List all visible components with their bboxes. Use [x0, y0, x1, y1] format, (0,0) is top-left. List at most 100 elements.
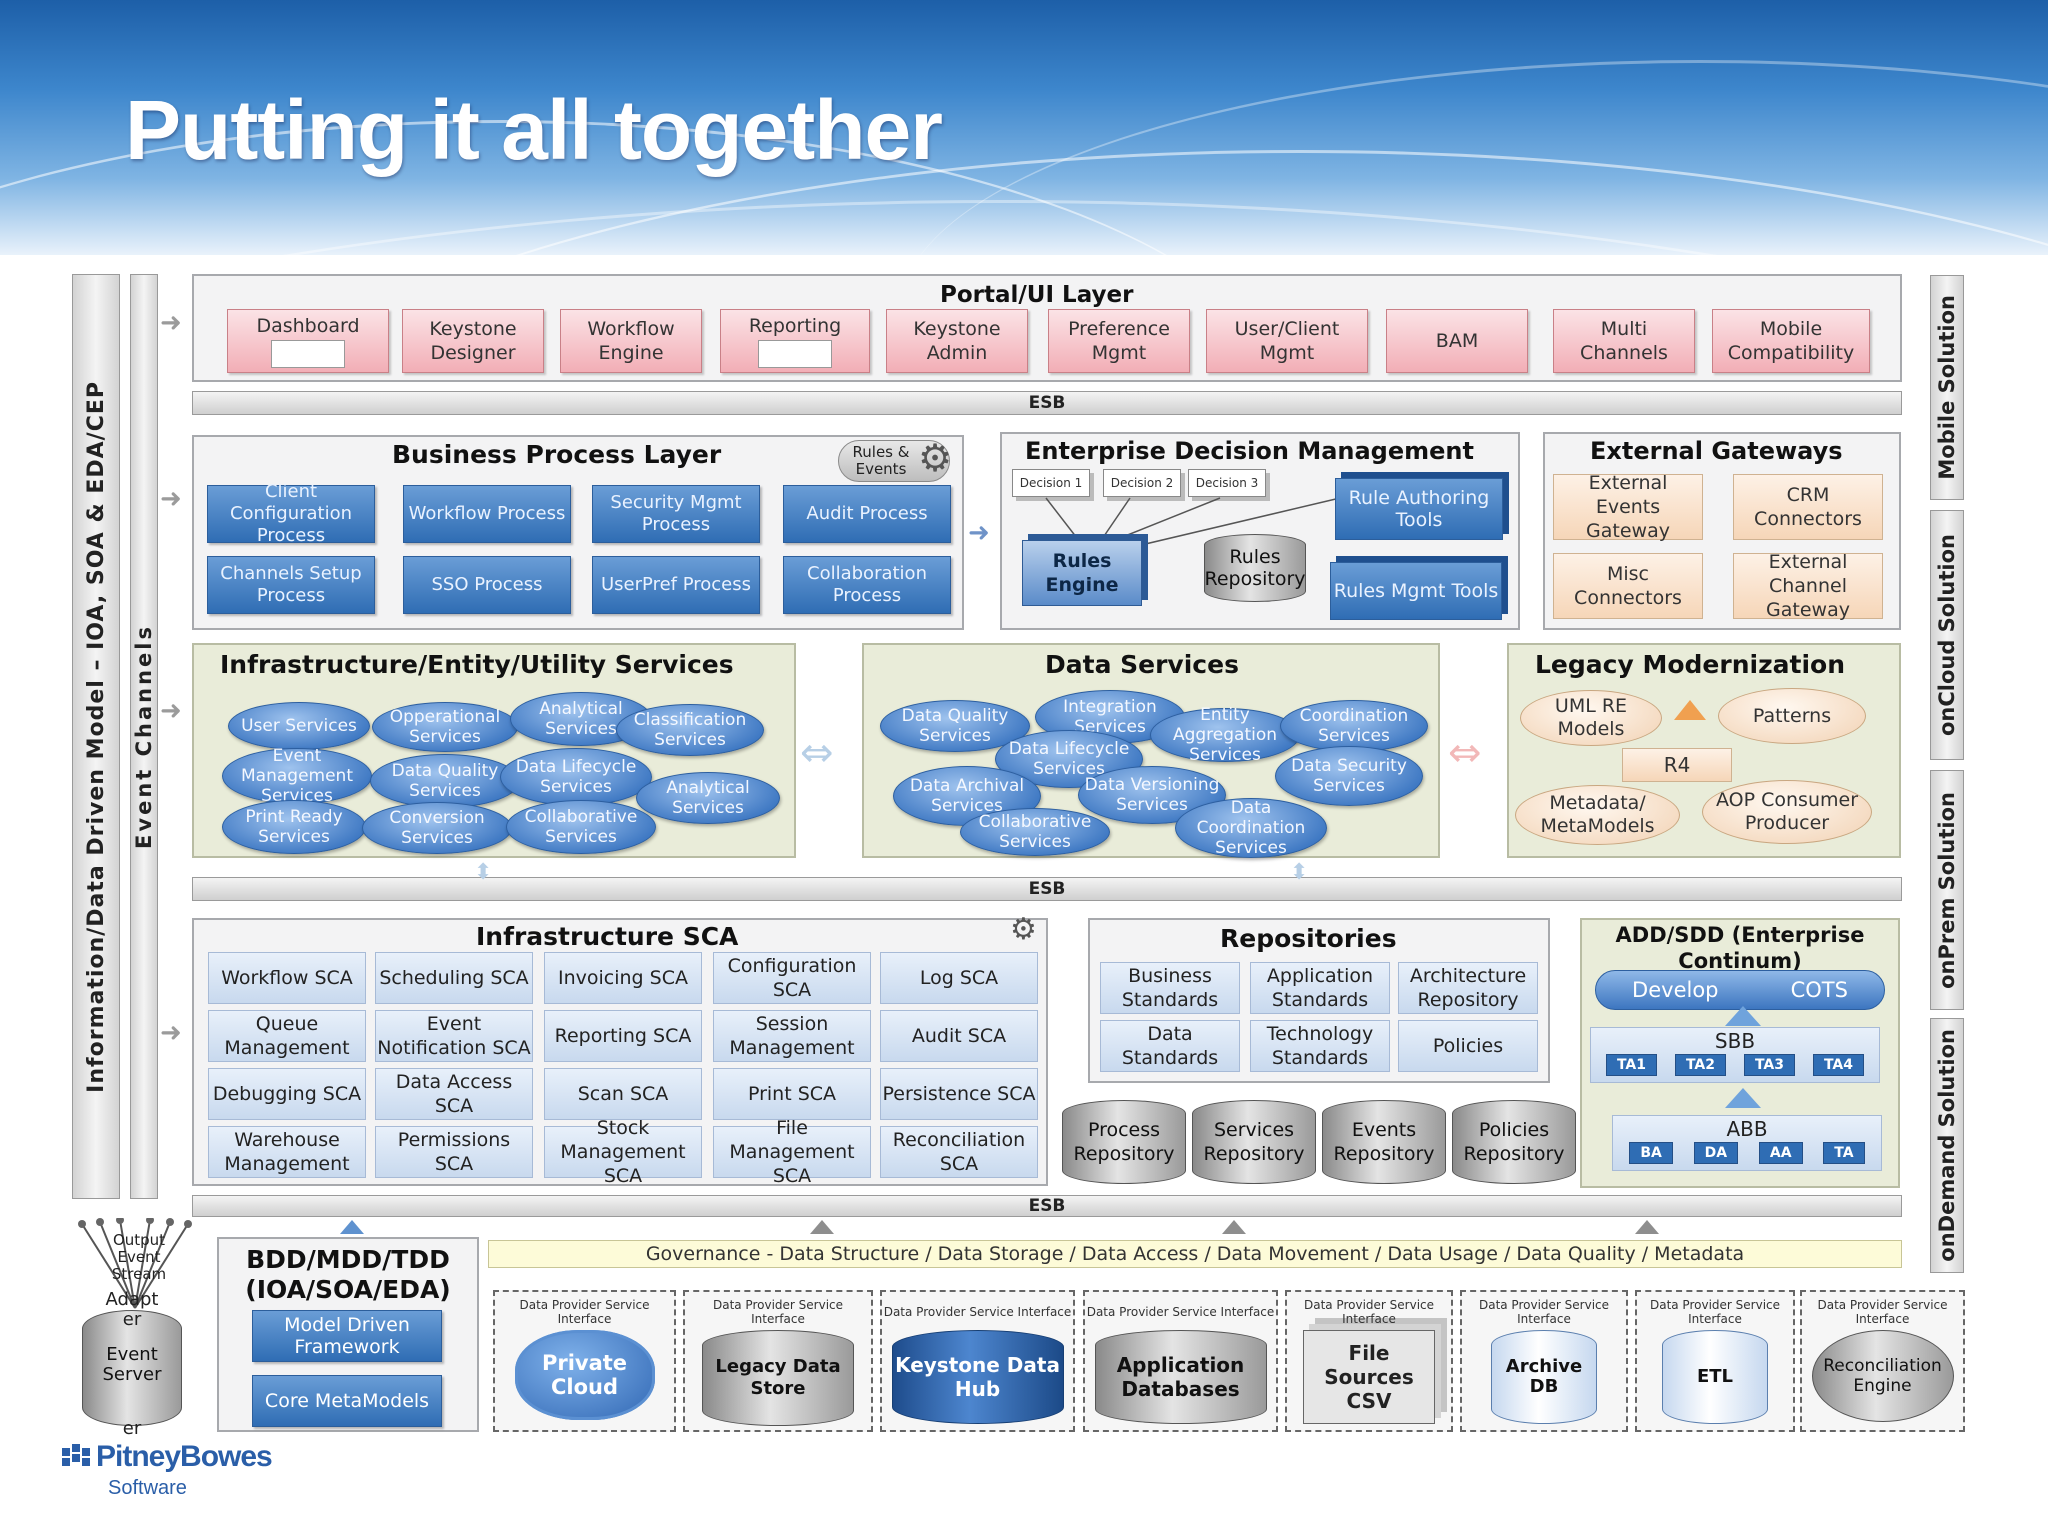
infra-service-9[interactable]: Conversion Services [362, 802, 512, 854]
sca-item-7[interactable]: Reporting SCA [544, 1010, 702, 1062]
repo-item-1-label: Application Standards [1266, 965, 1374, 1011]
repo-cylinder-1[interactable]: Services Repository [1192, 1100, 1316, 1184]
sca-item-3[interactable]: Configuration SCA [713, 952, 871, 1004]
portal-item-6[interactable]: User/Client Mgmt [1206, 309, 1368, 373]
data-provider-header: Data Provider Service Interface [1086, 1305, 1275, 1319]
portal-item-3[interactable]: Reporting [720, 309, 870, 373]
bpl-item-6-label: UserPref Process [601, 574, 751, 595]
data-service-8[interactable]: Collaborative Services [960, 808, 1110, 856]
infra-service-7[interactable]: Analytical Services [636, 772, 780, 824]
data-service-2[interactable]: Entity Aggregation Services [1150, 705, 1300, 765]
infra-service-4[interactable]: Event Management Services [222, 746, 372, 806]
repo-item-3[interactable]: Data Standards [1100, 1020, 1240, 1072]
bpl-item-6[interactable]: UserPref Process [592, 556, 760, 614]
ext-gateway-1[interactable]: CRM Connectors [1733, 474, 1883, 540]
infra-service-10[interactable]: Collaborative Services [506, 800, 656, 854]
bpl-item-1[interactable]: Workflow Process [403, 485, 571, 543]
portal-item-2[interactable]: Workflow Engine [560, 309, 702, 373]
sca-item-16[interactable]: Permissions SCA [375, 1126, 533, 1178]
repo-item-4[interactable]: Technology Standards [1250, 1020, 1390, 1072]
rules-repository: Rules Repository [1204, 534, 1306, 602]
bpl-item-7[interactable]: Collaboration Process [783, 556, 951, 614]
legacy-item-1[interactable]: Patterns [1718, 688, 1866, 744]
sca-item-8[interactable]: Session Management [713, 1010, 871, 1062]
core-metamodels-box: Core MetaModels [252, 1375, 442, 1427]
bpl-item-5[interactable]: SSO Process [403, 556, 571, 614]
repo-cylinder-2[interactable]: Events Repository [1322, 1100, 1446, 1184]
legacy-item-2[interactable]: R4 [1622, 748, 1732, 782]
legacy-item-3[interactable]: Metadata/ MetaModels [1515, 785, 1680, 845]
infra-service-0[interactable]: User Services [228, 702, 370, 750]
sca-item-2[interactable]: Invoicing SCA [544, 952, 702, 1004]
sca-item-15[interactable]: Warehouse Management [208, 1126, 366, 1178]
infra-service-5[interactable]: Data Quality Services [370, 754, 520, 808]
repo-item-5[interactable]: Policies [1398, 1020, 1538, 1072]
portal-item-9[interactable]: Mobile Compatibility [1712, 309, 1870, 373]
sca-item-1[interactable]: Scheduling SCA [375, 952, 533, 1004]
sca-item-10[interactable]: Debugging SCA [208, 1068, 366, 1120]
infra-service-8[interactable]: Print Ready Services [222, 800, 366, 854]
bpl-item-3[interactable]: Audit Process [783, 485, 951, 543]
sca-item-14[interactable]: Persistence SCA [880, 1068, 1038, 1120]
repo-cylinder-3[interactable]: Policies Repository [1452, 1100, 1576, 1184]
infra-service-1[interactable]: Opperational Services [372, 702, 518, 752]
sca-item-13[interactable]: Print SCA [713, 1068, 871, 1120]
sca-item-1-label: Scheduling SCA [379, 967, 529, 989]
data-service-6[interactable]: Data Versioning Services [1078, 766, 1226, 824]
legacy-item-0-label: UML RE Models [1554, 695, 1628, 740]
data-service-3[interactable]: Coordination Services [1280, 700, 1428, 752]
ext-gateway-3[interactable]: External Channel Gateway [1733, 551, 1883, 621]
data-provider-item-1[interactable]: Legacy Data Store [702, 1330, 854, 1426]
data-provider-item-6[interactable]: ETL [1662, 1330, 1768, 1424]
ext-gateway-0[interactable]: External Events Gateway [1553, 472, 1703, 542]
data-service-9[interactable]: Data Coordination Services [1175, 798, 1327, 858]
sca-item-19[interactable]: Reconciliation SCA [880, 1126, 1038, 1178]
sca-item-9[interactable]: Audit SCA [880, 1010, 1038, 1062]
pitney-bowes-logo: PitneyBowes [60, 1440, 273, 1474]
data-provider-item-2[interactable]: Keystone Data Hub [891, 1330, 1064, 1424]
cots-label[interactable]: COTS [1790, 978, 1848, 1002]
sca-item-18[interactable]: File Management SCA [713, 1117, 871, 1187]
portal-item-7[interactable]: BAM [1386, 309, 1528, 373]
event-channels-bar: Event Channels [130, 274, 158, 1199]
data-provider-item-4[interactable]: File Sources CSV [1303, 1330, 1435, 1424]
gear-icon: ⚙ [918, 436, 953, 480]
model-driven-framework-box: Model Driven Framework [252, 1310, 442, 1362]
sca-item-12[interactable]: Scan SCA [544, 1068, 702, 1120]
repo-item-1[interactable]: Application Standards [1250, 962, 1390, 1014]
bpl-item-2[interactable]: Security Mgmt Process [592, 485, 760, 543]
develop-label[interactable]: Develop [1632, 978, 1719, 1002]
data-provider-item-7[interactable]: Reconciliation Engine [1811, 1330, 1954, 1422]
infra-service-6[interactable]: Data Lifecycle Services [500, 748, 652, 806]
sca-item-17[interactable]: Stock Management SCA [544, 1117, 702, 1187]
repo-item-0[interactable]: Business Standards [1100, 962, 1240, 1014]
repo-item-2[interactable]: Architecture Repository [1398, 962, 1538, 1014]
data-provider-item-0[interactable]: Private Cloud [514, 1330, 655, 1420]
sca-item-11[interactable]: Data Access SCA [375, 1068, 533, 1120]
legacy-item-4[interactable]: AOP Consumer Producer [1702, 780, 1872, 844]
repo-cylinder-0[interactable]: Process Repository [1062, 1100, 1186, 1184]
portal-item-1[interactable]: Keystone Designer [402, 309, 544, 373]
sca-item-5[interactable]: Queue Management [208, 1010, 366, 1062]
legacy-item-0[interactable]: UML RE Models [1520, 690, 1662, 746]
sca-item-4[interactable]: Log SCA [880, 952, 1038, 1004]
portal-item-5[interactable]: Preference Mgmt [1048, 309, 1190, 373]
sca-item-0[interactable]: Workflow SCA [208, 952, 366, 1004]
portal-item-4-label: Keystone Admin [913, 318, 1001, 364]
bpl-item-0[interactable]: Client Configuration Process [207, 481, 375, 546]
bpl-item-4[interactable]: Channels Setup Process [207, 556, 375, 614]
portal-item-4[interactable]: Keystone Admin [886, 309, 1028, 373]
portal-item-0[interactable]: Dashboard [227, 309, 389, 373]
ext-gateway-2[interactable]: Misc Connectors [1553, 553, 1703, 619]
portal-item-8[interactable]: Multi Channels [1553, 309, 1695, 373]
rules-mgmt-tools-label: Rules Mgmt Tools [1333, 580, 1499, 602]
sbb-item-3: TA4 [1812, 1054, 1865, 1076]
data-provider-item-3[interactable]: Application Databases [1094, 1330, 1267, 1424]
data-service-7[interactable]: Data Security Services [1275, 746, 1423, 806]
sca-item-6[interactable]: Event Notification SCA [375, 1010, 533, 1062]
data-provider-item-5[interactable]: Archive DB [1491, 1330, 1597, 1424]
infra-service-3[interactable]: Classification Services [616, 704, 764, 756]
